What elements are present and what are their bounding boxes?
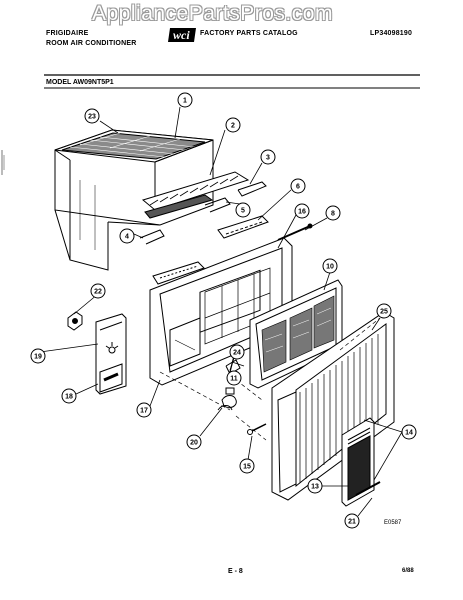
knob-part: [67, 311, 83, 331]
callout-24-label: 24: [233, 350, 241, 357]
model-label: MODEL AW09NT5P1: [46, 79, 114, 86]
callout-3: [260, 149, 276, 165]
callout-3-label: 3: [266, 155, 270, 162]
assembly-lines: [159, 317, 381, 441]
air-guide-part: [141, 171, 250, 219]
catalog-title: FACTORY PARTS CATALOG: [200, 30, 298, 37]
callout-23: [84, 108, 100, 124]
callout-22-label: 22: [94, 289, 102, 296]
callout-2: [225, 117, 241, 133]
wci-logo: wci: [168, 28, 196, 42]
page-number: E - 8: [228, 568, 243, 575]
callout-21-label: 21: [348, 519, 356, 526]
callout-10: [322, 258, 338, 274]
callout-8: [325, 205, 341, 221]
callout-1-label: 1: [183, 98, 187, 105]
callout-20-label: 20: [190, 440, 198, 447]
catalog-number: LP34098190: [370, 30, 413, 37]
screw-part: [247, 423, 267, 435]
drawing-code: E0587: [384, 520, 402, 526]
callout-13-label: 13: [311, 484, 319, 491]
clip-part: [139, 229, 165, 245]
callout-bubbles: [30, 92, 417, 529]
filter-part: [249, 279, 343, 389]
access-door-part: [341, 417, 381, 507]
callout-4: [119, 228, 135, 244]
callout-14: [401, 424, 417, 440]
callout-2-label: 2: [231, 123, 235, 130]
callout-13: [307, 478, 323, 494]
callout-15: [239, 458, 255, 474]
callout-25-label: 25: [380, 309, 388, 316]
brand-label: FRIGIDAIRE: [46, 30, 89, 37]
filter-strip-part: [152, 261, 205, 285]
grille-part: [271, 311, 395, 501]
insulation-part: [217, 215, 269, 239]
callout-5-label: 5: [241, 208, 245, 215]
leader-lines: [39, 106, 403, 517]
callout-23-label: 23: [88, 114, 96, 121]
callout-numbers: 1 2 3 4 5 6 8 10 11 13 14 15 16 17 18 19…: [34, 98, 413, 526]
callout-17: [136, 402, 152, 418]
callout-25: [376, 303, 392, 319]
fastener-part: [217, 387, 237, 411]
shaft-part: [277, 223, 313, 241]
front-panel-part: [149, 237, 293, 386]
callout-20: [186, 434, 202, 450]
callout-1: [177, 92, 193, 108]
watermark: AppliancePartsPros.com: [92, 2, 333, 25]
callout-18: [61, 388, 77, 404]
product-label: ROOM AIR CONDITIONER: [46, 40, 137, 47]
callout-5: [235, 202, 251, 218]
callout-11: [226, 370, 242, 386]
callout-19: [30, 348, 46, 364]
callout-11-label: 11: [230, 376, 238, 383]
callout-15-label: 15: [243, 464, 251, 471]
callout-4-label: 4: [125, 234, 129, 241]
control-panel-part: [95, 313, 127, 395]
callout-18-label: 18: [65, 394, 73, 401]
callout-16: [294, 203, 310, 219]
callout-17-label: 17: [140, 408, 148, 415]
callout-19-label: 19: [34, 354, 42, 361]
callout-6: [290, 178, 306, 194]
callout-10-label: 10: [326, 264, 334, 271]
catalog-date: 6/88: [402, 568, 414, 574]
wci-logo-text: wci: [173, 28, 190, 42]
callout-21: [344, 513, 360, 529]
callout-24: [229, 344, 245, 360]
bracket-part: [237, 181, 267, 197]
callout-6-label: 6: [296, 184, 300, 191]
callout-22: [90, 283, 106, 299]
clip-part: [204, 197, 231, 213]
callout-14-label: 14: [405, 430, 413, 437]
callout-8-label: 8: [331, 211, 335, 218]
callout-16-label: 16: [298, 209, 306, 216]
